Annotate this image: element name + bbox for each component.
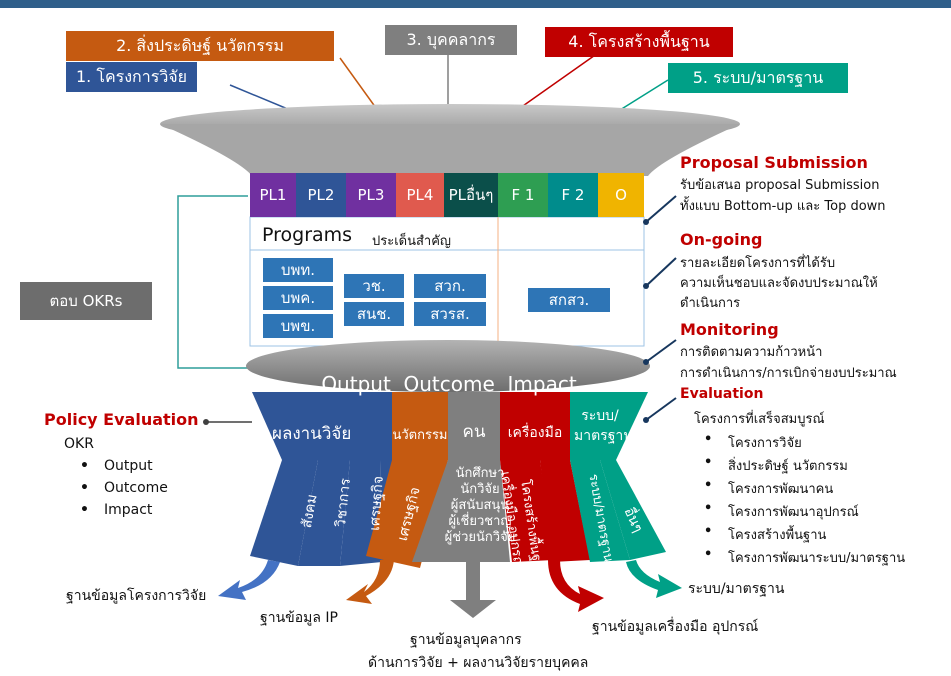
tag2-connector — [339, 57, 377, 109]
tag-personnel: 3. บุคคลากร — [385, 25, 517, 55]
ongoing-line-3: ดำเนินการ — [680, 296, 741, 311]
program-cell-pl4: PL4 — [396, 173, 444, 217]
okr-label: OKR — [64, 436, 94, 452]
okr-box: ตอบ OKRs — [20, 282, 152, 320]
funding-btn-4: วช. — [344, 274, 404, 298]
arrow-ip — [346, 560, 394, 604]
people-line-2: นักวิจัย — [460, 482, 500, 497]
okr-item-impact: Impact — [80, 502, 153, 518]
stream-people-list: นักศึกษา นักวิจัย ผู้สนับสนุน ผู้เชี่ยวช… — [430, 466, 530, 546]
monitoring-title: Monitoring — [680, 320, 779, 339]
funding-btn-3: บพข. — [263, 314, 333, 338]
funding-btn-6: สวก. — [414, 274, 486, 298]
monitoring-line-1: การติดตามความก้าวหน้า — [680, 345, 823, 360]
evaluation-item-3: โครงการพัฒนาคน — [704, 478, 833, 499]
ongoing-line-1: รายละเอียดโครงการที่ได้รับ — [680, 256, 836, 271]
okr-item-output: Output — [80, 458, 152, 474]
output-people-db-1: ฐานข้อมูลบุคลากร — [410, 632, 522, 648]
evaluation-item-6: โครงการพัฒนาระบบ/มาตรฐาน — [704, 547, 905, 568]
people-line-3: ผู้สนับสนุน — [450, 498, 510, 513]
arrow-research — [218, 560, 280, 600]
ongoing-title: On-going — [680, 230, 763, 249]
program-cell-f2: F 2 — [548, 173, 598, 217]
programs-title: Programs — [262, 224, 353, 246]
ongoing-line-2: ความเห็นชอบและจัดงบประมาณให้ — [680, 276, 878, 291]
evaluation-item-4: โครงการพัฒนาอุปกรณ์ — [704, 501, 859, 522]
funnel-output-label: Output Outcome Impact — [321, 372, 577, 396]
evaluation-intro: โครงการที่เสร็จสมบูรณ์ — [694, 412, 825, 427]
output-ip-db: ฐานข้อมูล IP — [260, 610, 338, 626]
people-line-1: นักศึกษา — [455, 466, 505, 481]
funding-btn-8: สกสว. — [528, 288, 610, 312]
arrow-equipment — [548, 560, 604, 612]
proposal-line-2: ทั้งแบบ Bottom-up และ Top down — [680, 199, 886, 214]
okr-item-outcome: Outcome — [80, 480, 168, 496]
evaluation-item-2: สิ่งประดิษฐ์ นวัตกรรม — [704, 455, 848, 476]
programs-subtitle: ประเด็นสำคัญ — [372, 234, 451, 249]
column-research: ผลงานวิจัย — [272, 424, 352, 444]
arrow-standard — [626, 560, 682, 598]
column-equipment: เครื่องมือ — [507, 425, 563, 441]
evaluation-item-1: โครงการวิจัย — [704, 432, 802, 453]
evaluation-title: Evaluation — [680, 386, 764, 402]
tag-research-projects: 1. โครงการวิจัย — [66, 62, 198, 92]
program-cell-o: O — [598, 173, 644, 217]
column-innovation: นวัตกรรม — [392, 428, 448, 443]
tag-standards: 5. ระบบ/มาตรฐาน — [668, 63, 848, 93]
funnel-bottom-disc — [246, 340, 650, 392]
proposal-line-1: รับข้อเสนอ proposal Submission — [680, 178, 880, 193]
monitoring-line-2: การดำเนินการ/การเบิกจ่ายงบประมาณ — [680, 366, 897, 381]
program-cell-pl1: PL1 — [250, 173, 296, 217]
funding-btn-1: บพท. — [263, 258, 333, 282]
output-standard: ระบบ/มาตรฐาน — [688, 581, 785, 597]
okr-bracket — [177, 195, 248, 369]
program-cell-pl-other: PLอื่นๆ — [444, 173, 498, 217]
top-banner-bar — [0, 0, 951, 8]
program-cell-pl2: PL2 — [296, 173, 346, 217]
arrow-people — [450, 562, 496, 618]
funding-btn-2: บพค. — [263, 286, 333, 310]
proposal-title: Proposal Submission — [680, 153, 868, 172]
program-cell-f1: F 1 — [498, 173, 548, 217]
evaluation-item-5: โครงสร้างพื้นฐาน — [704, 524, 826, 545]
tag1-connector — [229, 84, 296, 113]
tag-infrastructure: 4. โครงสร้างพื้นฐาน — [545, 27, 733, 57]
people-line-4: ผู้เชี่ยวชาญ — [448, 514, 512, 529]
tag4-connector — [519, 52, 599, 109]
funding-btn-5: สนช. — [344, 302, 404, 326]
program-cell-pl3: PL3 — [346, 173, 396, 217]
output-equipment-db: ฐานข้อมูลเครื่องมือ อุปกรณ์ — [592, 619, 759, 635]
policy-evaluation-title: Policy Evaluation — [44, 410, 199, 429]
tag-inventions: 2. สิ่งประดิษฐ์ นวัตกรรม — [66, 31, 334, 61]
people-line-5: ผู้ช่วยนักวิจัย — [444, 530, 516, 545]
column-people: คน — [462, 422, 486, 442]
funnel-neck — [160, 124, 740, 176]
funding-btn-7: สวรส. — [414, 302, 486, 326]
output-research-db: ฐานข้อมูลโครงการวิจัย — [66, 588, 207, 604]
column-standard: ระบบ/มาตรฐาน — [574, 408, 633, 444]
stream-economic-1: เศรษฐกิจ — [366, 475, 387, 532]
output-people-db-2: ด้านการวิจัย + ผลงานวิจัยรายบุคคล — [368, 655, 589, 671]
